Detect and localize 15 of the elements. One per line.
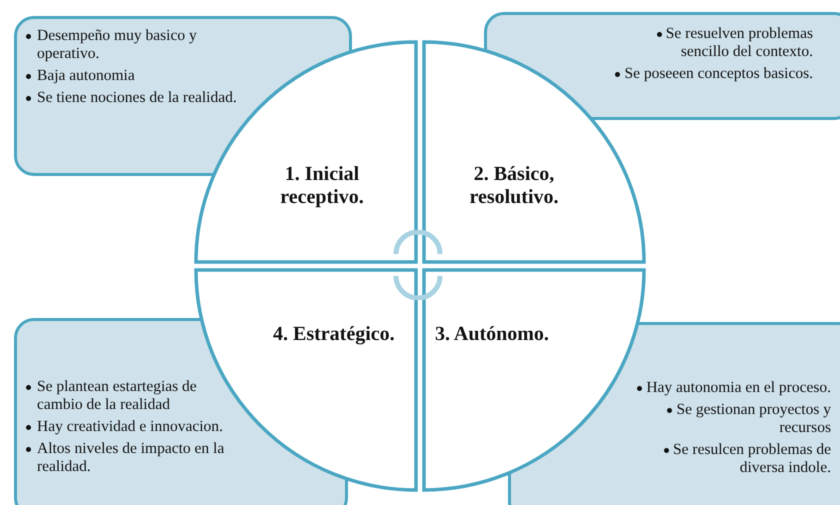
bullet-text: Baja autonomia [37, 67, 135, 84]
bullet-text: Se resulcen problemas de diversa indole. [673, 441, 831, 476]
bullet-text: Se gestionan proyectos y recursos [676, 401, 831, 436]
bullet-text: Hay autonomia en el proceso. [646, 379, 831, 396]
bullet-text: Se resuelven problemas sencillo del contexto. [666, 25, 813, 60]
bullet-text: Se poseeen conceptos basicos. [624, 65, 813, 82]
stage-title: 4. Estratégico. [273, 323, 396, 346]
stage-title: 1. Inicial receptivo. [279, 163, 365, 209]
bullet-text: Se tiene nociones de la realidad. [37, 89, 237, 106]
bullet-text: Se plantean estartegias de cambio de la realidad [37, 378, 197, 413]
bullet-text: Desempeño muy basico y operativo. [37, 27, 197, 62]
stage-title: 3. Autónomo. [435, 323, 550, 346]
bullet-text: Hay creatividad e innovacion. [37, 418, 223, 435]
stage-title: 2. Básico, resolutivo. [468, 163, 560, 209]
bullet-text: Altos niveles de impacto en la realidad. [37, 440, 224, 475]
